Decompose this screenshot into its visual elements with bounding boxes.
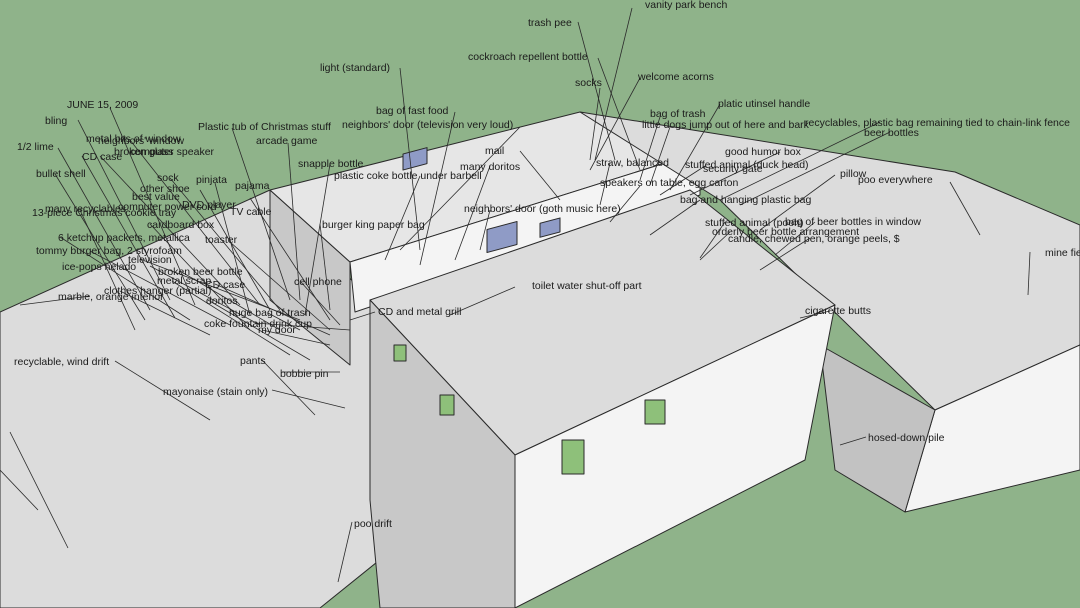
label: pillow: [840, 168, 867, 180]
label: computer power cord: [118, 201, 217, 213]
label: metal bits of window: [86, 133, 181, 145]
label: bag and hanging plastic bag: [680, 194, 812, 206]
label: 13-piece Christmas cookie tray: [32, 207, 177, 219]
label: recyclables, plastic bag remaining tied …: [805, 117, 1070, 129]
label: cigarette butts: [805, 305, 871, 317]
label: security gate: [703, 163, 763, 175]
label: TV cable: [230, 206, 272, 218]
label: television: [128, 254, 172, 266]
label: poo everywhere: [858, 174, 933, 186]
label: doritos: [206, 295, 238, 307]
label: mine field: [1045, 247, 1080, 259]
label: computer speaker: [130, 146, 215, 158]
label: cell phone: [294, 276, 342, 288]
label: huge bag of trash: [229, 307, 311, 319]
label: clothes hanger (partial): [104, 285, 211, 297]
label: neighbors' door (television very loud): [342, 119, 513, 131]
door-window-3: [539, 217, 561, 238]
label: beer bottles: [864, 127, 919, 139]
label: many recyclables: [45, 203, 126, 215]
label: neighbors' door (goth music here): [464, 203, 621, 215]
label: metal scrap: [157, 275, 211, 287]
label: mail: [485, 145, 504, 157]
label: neighbors' window: [98, 135, 184, 147]
label: broken glass: [114, 146, 174, 158]
label: recyclable, wind drift: [14, 356, 109, 368]
label: bullet shell: [36, 168, 86, 180]
wall-window-2: [439, 394, 455, 416]
label: JUNE 15, 2009: [67, 99, 138, 111]
label: best value: [132, 191, 180, 203]
label: stuffed animal (duck head): [685, 159, 809, 171]
label: bag of fast food: [376, 105, 449, 117]
label: plastic coke bottle under barbell: [334, 170, 482, 182]
label: coke fountain drink cup: [204, 318, 312, 330]
front-building-wall-left: [369, 299, 516, 608]
label: cardboard box: [147, 219, 215, 231]
label: vanity park bench: [645, 0, 727, 11]
front-building-wall-front: [514, 304, 836, 608]
label: cockroach repellent bottle: [468, 51, 588, 63]
label: little dogs jump out of here and bark: [642, 119, 810, 131]
label: pajama: [235, 180, 270, 192]
door-window-2: [486, 220, 518, 254]
label: speakers on table, egg carton: [600, 177, 739, 189]
label: welcome acorns: [637, 71, 714, 83]
label: light (standard): [320, 62, 390, 74]
label: toilet water shut-off part: [532, 280, 642, 292]
label: straw, balanced: [596, 157, 669, 169]
label: toaster: [205, 234, 238, 246]
label: mayonaise (stain only): [163, 386, 268, 398]
label: tommy burger bag, 2 styrofoam: [36, 245, 182, 257]
leader-lines: [0, 7, 1031, 583]
label: broken beer bottle: [158, 266, 243, 278]
label: CD case: [82, 151, 122, 163]
annotation-labels: vanity park bench trash pee cockroach re…: [14, 0, 1080, 530]
label: Plastic tub of Christmas stuff: [198, 121, 331, 133]
label: CD case: [205, 279, 245, 291]
label: 1/2 lime: [17, 141, 54, 153]
label: DVD player: [182, 199, 236, 211]
right-building-wall-shadow: [819, 344, 936, 513]
front-window-1: [561, 439, 585, 475]
label: sock: [157, 172, 179, 184]
back-building-wall: [349, 151, 701, 313]
front-window-2: [644, 399, 666, 425]
label: orderly beer bottle arrangement: [712, 226, 859, 238]
label: my door: [258, 324, 296, 336]
label: poo drift: [354, 518, 392, 530]
label: bag of beer bottles in window: [785, 216, 921, 228]
label: arcade game: [256, 135, 317, 147]
label: trash pee: [528, 17, 572, 29]
label: stuffed animal (pooh): [705, 217, 803, 229]
label: good humor box: [725, 146, 802, 158]
label: burger king paper bag: [322, 219, 425, 231]
label: bling: [45, 115, 67, 127]
wall-window-1: [393, 344, 407, 362]
label: ice-pops helado: [62, 261, 136, 273]
label: socks: [575, 77, 602, 89]
label: 6 ketchup packets, metallica: [58, 232, 190, 244]
label: bag of trash: [650, 108, 706, 120]
label: many doritos: [460, 161, 520, 173]
label: bobbie pin: [280, 368, 329, 380]
label: candle, chewed pen, orange peels, $: [728, 233, 900, 245]
label: CD and metal grill: [378, 306, 461, 318]
label: platic utinsel handle: [718, 98, 810, 110]
label: pants: [240, 355, 266, 367]
label: snapple bottle: [298, 158, 364, 170]
label: other shoe: [140, 183, 190, 195]
label: pinjata: [196, 174, 227, 186]
label: marble, orange interior: [58, 291, 164, 303]
label: hosed-down pile: [868, 432, 945, 444]
